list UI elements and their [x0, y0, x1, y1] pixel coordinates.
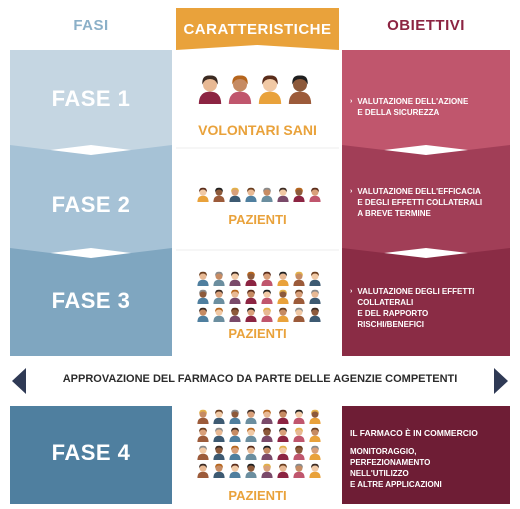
group-label-volontari: VOLONTARI SANI [198, 122, 317, 138]
objective-phase4: IL FARMACO È IN COMMERCIO MONITORAGGIO, … [350, 428, 510, 490]
phase2-label: FASE 2 [51, 192, 131, 217]
arrow-left-icon [12, 368, 26, 394]
group-label-pazienti: PAZIENTI [228, 326, 287, 341]
obj3-band [342, 248, 510, 356]
phase3-band [10, 248, 172, 356]
obj4-band [342, 406, 510, 504]
chevron-right-icon: › [350, 188, 353, 195]
phase3-label: FASE 3 [51, 288, 131, 313]
patients-icon [196, 408, 322, 480]
group-label-pazienti: PAZIENTI [228, 212, 287, 227]
chevron-right-icon: › [350, 288, 353, 295]
phase1-band [10, 50, 172, 155]
phase1-label: FASE 1 [51, 86, 131, 111]
header-obiettivi: OBIETTIVI [387, 16, 465, 34]
phase4-band [10, 406, 172, 504]
group-label-pazienti: PAZIENTI [228, 488, 287, 503]
header-caratteristiche: CARATTERISTICHE [176, 8, 339, 50]
objective-phase1: › VALUTAZIONE DELL'AZIONE E DELLA SICURE… [350, 97, 469, 117]
patients-icon [196, 270, 322, 324]
healthy-volunteers-icon [196, 72, 314, 105]
header-fasi: FASI [73, 16, 109, 34]
objective-title: IL FARMACO È IN COMMERCIO [350, 428, 478, 438]
arrow-right-icon [494, 368, 508, 394]
approval-text: APPROVAZIONE DEL FARMACO DA PARTE DELLE … [62, 373, 458, 385]
phase4-label: FASE 4 [51, 440, 131, 465]
phase2-band [10, 145, 172, 258]
patients-icon [196, 186, 322, 203]
chevron-right-icon: › [350, 98, 353, 105]
objective-phase3: › VALUTAZIONE DEGLI EFFETTI COLLATERALI … [350, 287, 475, 329]
approval-banner [12, 368, 508, 394]
obj2-band [342, 145, 510, 258]
obj1-band [342, 50, 510, 155]
objective-phase2: › VALUTAZIONE DELL'EFFICACIA E DEGLI EFF… [350, 187, 483, 218]
